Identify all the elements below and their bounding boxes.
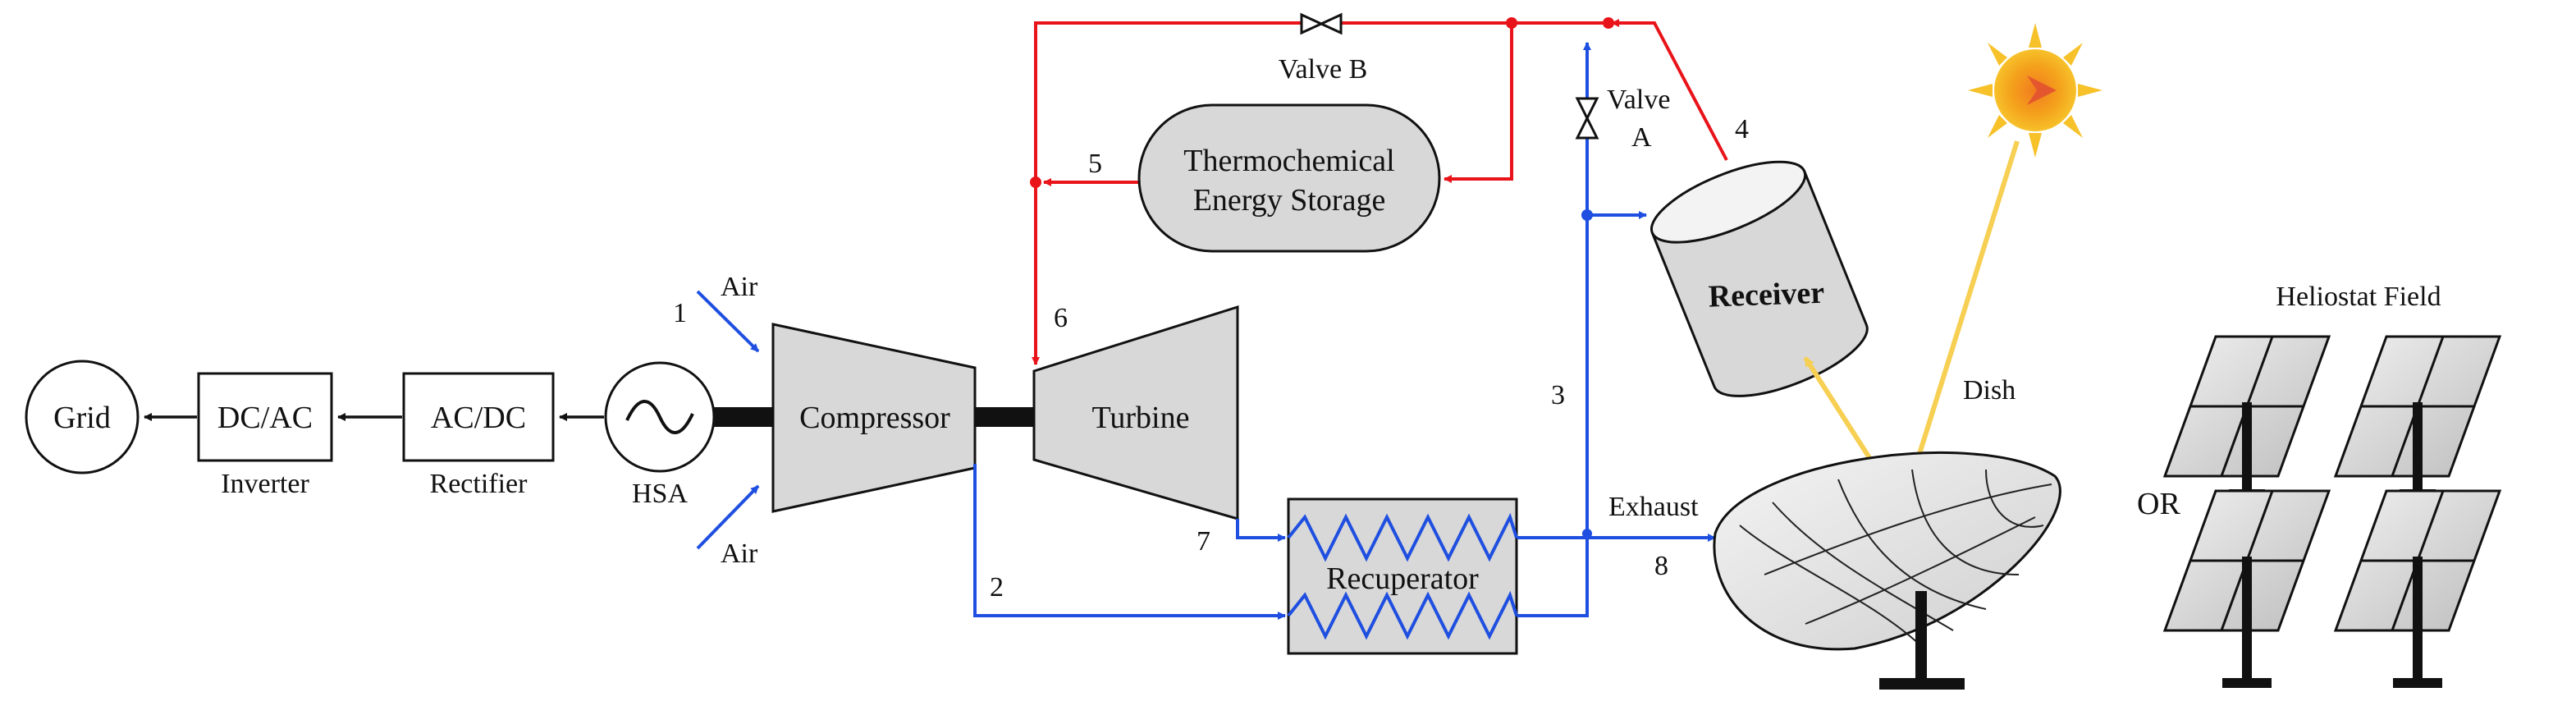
inverter-caption: Inverter bbox=[221, 469, 309, 499]
hsa-generator: HSA bbox=[604, 361, 716, 509]
junction-storage-dot bbox=[1030, 176, 1041, 188]
red-to-storage-line bbox=[1444, 23, 1513, 183]
heliostat-bottom-right bbox=[2333, 489, 2502, 688]
heliostat-field-label: Heliostat Field bbox=[2276, 282, 2441, 312]
rectifier: AC/DC Rectifier bbox=[402, 372, 555, 499]
valve-a: Valve A bbox=[1575, 85, 1670, 153]
valve-b: Valve B bbox=[1279, 12, 1368, 85]
inverter: DC/AC Inverter bbox=[197, 372, 333, 499]
state-point-7: 7 bbox=[1196, 526, 1210, 557]
thermochemical-energy-storage: Thermochemical Energy Storage bbox=[1137, 103, 1441, 253]
stream-2-line bbox=[973, 464, 1286, 620]
state-point-6: 6 bbox=[1054, 303, 1068, 333]
air-bottom-label: Air bbox=[721, 539, 758, 569]
recuperator: Recuperator bbox=[1287, 497, 1518, 655]
receiver-label: Receiver bbox=[1708, 276, 1825, 314]
receiver-junction-dot bbox=[1581, 209, 1593, 221]
receiver: Receiver bbox=[1649, 160, 1869, 397]
state-point-4: 4 bbox=[1735, 114, 1749, 144]
parabolic-dish bbox=[1713, 451, 2061, 690]
recuperator-coil-hot bbox=[1287, 512, 1518, 562]
grid-label: Grid bbox=[53, 401, 111, 435]
grid: Grid bbox=[25, 360, 140, 474]
compressor-label: Compressor bbox=[799, 401, 950, 435]
ac-wave-icon bbox=[625, 400, 694, 434]
compressor-turbine-shaft bbox=[973, 407, 1034, 427]
air-inlet-bottom-arrow bbox=[696, 484, 760, 550]
stream-7-line bbox=[1236, 519, 1286, 542]
sun-to-dish-ray bbox=[1900, 140, 2020, 510]
state-point-3: 3 bbox=[1551, 380, 1565, 410]
hsa-label: HSA bbox=[632, 479, 688, 509]
crossover-dot bbox=[1582, 529, 1592, 539]
valve-a-label-1: Valve bbox=[1607, 85, 1670, 115]
heliostat-top-right bbox=[2333, 335, 2502, 497]
stream-4-line bbox=[1611, 19, 1728, 161]
state-point-5: 5 bbox=[1088, 149, 1102, 179]
turbine: Turbine bbox=[1032, 305, 1239, 520]
rectifier-box-label: AC/DC bbox=[431, 401, 526, 435]
air-top-label: Air bbox=[721, 272, 758, 302]
heliostat-bottom-left bbox=[2162, 489, 2331, 688]
compressor: Compressor bbox=[771, 323, 977, 513]
state-point-1: 1 bbox=[673, 298, 687, 328]
sun-icon bbox=[1968, 23, 2102, 158]
stream-6-line bbox=[1032, 21, 1308, 365]
turbine-label: Turbine bbox=[1092, 401, 1190, 435]
storage-label-1: Thermochemical bbox=[1183, 144, 1394, 178]
or-label: OR bbox=[2137, 487, 2180, 521]
air-inlet-top-arrow bbox=[696, 290, 760, 353]
recuperator-coil-cold bbox=[1287, 590, 1518, 640]
state-point-8: 8 bbox=[1654, 551, 1668, 581]
inverter-box-label: DC/AC bbox=[217, 401, 313, 435]
hsa-compressor-shaft bbox=[714, 407, 773, 427]
exhaust-label: Exhaust bbox=[1608, 492, 1699, 522]
recuperator-label: Recuperator bbox=[1326, 561, 1479, 596]
storage-label-2: Energy Storage bbox=[1193, 183, 1386, 218]
dish-label: Dish bbox=[1963, 375, 2016, 406]
state-point-2: 2 bbox=[990, 572, 1004, 603]
stream-3-riser bbox=[1517, 51, 1589, 617]
valve-b-label: Valve B bbox=[1279, 54, 1368, 85]
rectifier-caption: Rectifier bbox=[430, 469, 528, 499]
valve-a-label-2: A bbox=[1631, 122, 1652, 153]
heliostat-top-left bbox=[2162, 335, 2331, 497]
